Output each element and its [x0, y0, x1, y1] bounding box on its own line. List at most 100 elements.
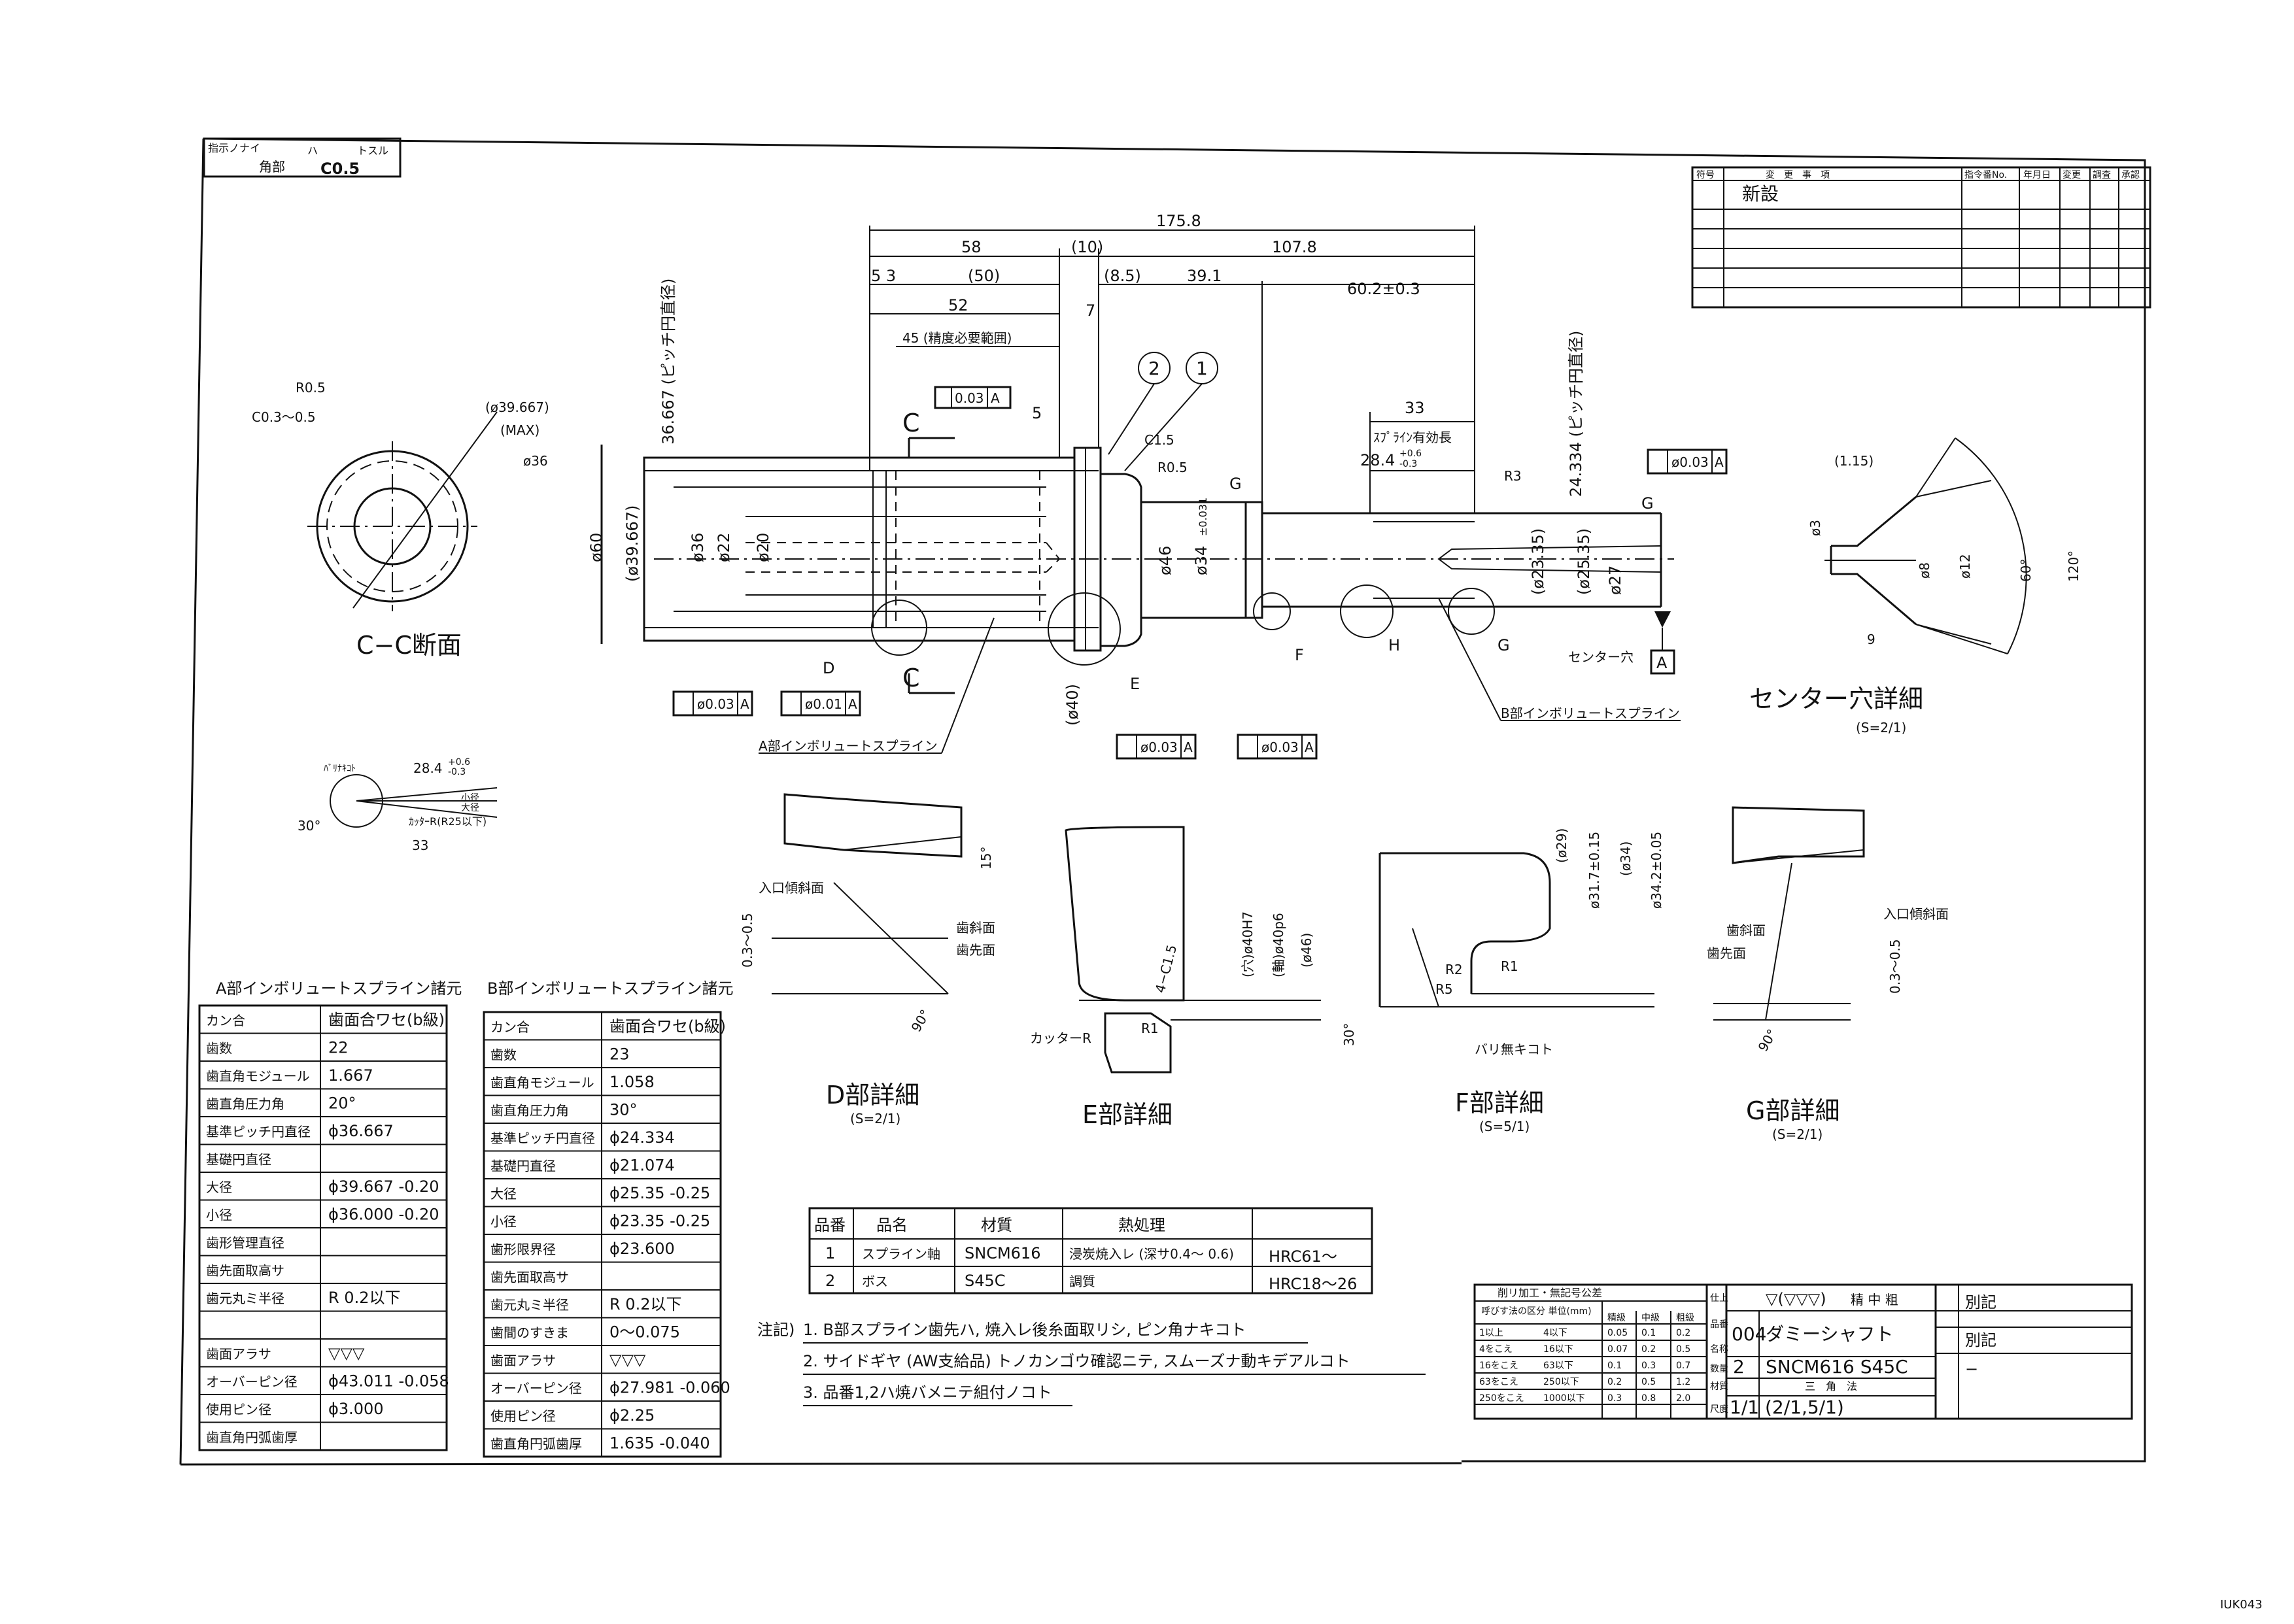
burr-view: ﾊﾞﾘﾅｷｺﾄ 28.4 +0.6 -0.3 小径 大径 ｶｯﾀｰR(R25以下…	[298, 757, 498, 853]
table-row-value: ϕ36.000 -0.20	[328, 1205, 439, 1223]
tolerance-frames: 0.03 A ø0.03 A ø0.01 A ø0.03 A ø0.03 A ø…	[672, 386, 1728, 760]
table-row-value: ϕ3.000	[328, 1400, 384, 1418]
tol-cell: 16以下	[1543, 1344, 1573, 1355]
runout2-ref: A	[848, 696, 857, 712]
table-row-label: オーバーピン径	[206, 1374, 298, 1389]
runout5-ref: A	[1715, 454, 1724, 470]
tb-grade: 精 中 粗	[1851, 1292, 1898, 1308]
tol-cell: 0.1	[1641, 1328, 1656, 1338]
parts-h-mat: 材質	[981, 1216, 1012, 1234]
dia-2335: (ø23.35)	[1529, 528, 1547, 595]
rev-header-change: 変 更 事 項	[1766, 169, 1830, 180]
table-row-label: 大径	[206, 1179, 232, 1195]
dim-50: (50)	[968, 267, 1000, 285]
note-3: 3. 品番1,2ハ焼バメニテ組付ノコト	[803, 1383, 1052, 1402]
table-row-value: 1.635 -0.040	[609, 1434, 710, 1452]
cc-d36: ø36	[523, 453, 548, 469]
spline-a-title: A部インボリュートスプライン諸元	[216, 979, 462, 998]
label-h: H	[1388, 636, 1400, 654]
runout1-value: ø0.03	[697, 696, 734, 712]
dim-45: 45 (精度必要範囲)	[902, 330, 1012, 346]
detail-h-marker	[1340, 584, 1394, 638]
g-90: 90°	[1755, 1026, 1781, 1055]
parts-r2-mat: S45C	[965, 1272, 1006, 1290]
table-row-label: 歯間のすきま	[490, 1325, 569, 1340]
tol-cell: 0.2	[1641, 1344, 1656, 1355]
parts-r1-heat: 浸炭焼入レ (深サ0.4〜 0.6)	[1069, 1246, 1234, 1262]
d-tooth-face: 歯斜面	[956, 920, 995, 936]
tb-tol-header: 削リ加工・無記号公差	[1498, 1287, 1602, 1299]
f-title: F部詳細	[1455, 1089, 1544, 1117]
tb-dash: −	[1965, 1360, 1978, 1378]
f-r2: R2	[1445, 962, 1463, 977]
tb-tol-sub: 呼びす法の区分 単位(mm)	[1481, 1306, 1592, 1317]
dia-39667: (ø39.667)	[623, 505, 642, 582]
tb-side-1: 仕上	[1710, 1293, 1728, 1304]
tol-cell: 1以上	[1479, 1328, 1503, 1338]
dia-60: ø60	[587, 533, 606, 562]
dim-5: 5	[1032, 404, 1042, 422]
dim-602: 60.2±0.3	[1347, 280, 1420, 298]
f-scale: (S=5/1)	[1479, 1119, 1530, 1134]
e-hole: (穴)ø40H7	[1240, 911, 1256, 977]
tb-scale: 1/1 (2/1,5/1)	[1730, 1396, 1844, 1418]
detail-g-marker	[1448, 588, 1495, 635]
horizontal-dimensions: 175.8 58 (10) 107.8 5 3 (50) (8.5) 39.1 …	[869, 212, 1522, 513]
radius-r3: R3	[1504, 468, 1522, 484]
d-title: D部詳細	[826, 1081, 919, 1109]
cc-c03: C0.3〜0.5	[252, 409, 316, 425]
tol-cell: 250以下	[1543, 1377, 1579, 1387]
e-title: E部詳細	[1082, 1100, 1173, 1129]
parts-h-name: 品名	[876, 1216, 908, 1234]
table-row-value: ϕ23.600	[609, 1240, 675, 1258]
dim-52: 52	[948, 296, 968, 314]
table-row-value: ϕ25.35 -0.25	[609, 1184, 710, 1202]
f-d34: (ø34)	[1618, 841, 1634, 876]
table-row-value: 1.667	[328, 1066, 373, 1085]
table-row-label: 歯直角圧力角	[206, 1096, 284, 1111]
d-0305: 0.3〜0.5	[740, 913, 755, 968]
label-spline-a: A部インボリュートスプライン	[759, 738, 938, 754]
center-d12: ø12	[1957, 554, 1973, 579]
section-c-bottom: C	[902, 664, 920, 692]
table-row-label: 小径	[490, 1213, 517, 1229]
table-row-label: 基準ピッチ円直径	[490, 1130, 595, 1146]
rev-header-order: 指令番No.	[1964, 170, 2007, 180]
parts-h-heat: 熱処理	[1118, 1216, 1165, 1234]
table-row-label: 歯形限界径	[490, 1242, 556, 1257]
burr-33: 33	[412, 837, 428, 853]
table-row-label: 歯形管理直径	[206, 1235, 284, 1251]
radius-r05: R0.5	[1157, 460, 1188, 475]
center-hole-detail: センター穴詳細 (S=2/1) (1.15) ø3 ø8 ø12 9 60° 1…	[1749, 437, 2081, 736]
table-row-value: ϕ36.667	[328, 1122, 394, 1140]
d-tooth-tip: 歯先面	[956, 942, 995, 958]
parts-r2-hrc: HRC18〜26	[1269, 1275, 1357, 1293]
parts-r1-mat: SNCM616	[965, 1244, 1040, 1262]
table-row-label: 歯直角円弧歯厚	[490, 1436, 582, 1451]
tb-side-2: 品番	[1710, 1319, 1728, 1330]
table-row-value: R 0.2以下	[609, 1295, 681, 1313]
d-15: 15°	[978, 847, 994, 870]
tb-grade-1: 精級	[1607, 1313, 1626, 1323]
e-shaft: (軸)ø40p6	[1271, 913, 1286, 977]
note-2: 2. サイドギヤ (AW支給品) トノカンゴウ確認ニテ, スムーズナ動キデアルコ…	[803, 1352, 1350, 1370]
g-scale: (S=2/1)	[1772, 1126, 1823, 1142]
table-row-label: 歯直角モジュール	[206, 1068, 310, 1084]
d-scale: (S=2/1)	[850, 1111, 900, 1126]
table-row-value: ϕ23.35 -0.25	[609, 1211, 710, 1230]
tb-material: SNCM616 S45C	[1766, 1356, 1908, 1378]
table-row-label: 歯元丸ミ半径	[490, 1297, 569, 1313]
detail-g-view: 入口傾斜面 歯斜面 歯先面 0.3〜0.5 90° G部詳細 (S=2/1)	[1707, 806, 1949, 1142]
datum-a: A	[1656, 654, 1668, 672]
e-c15: 4−C1.5	[1152, 943, 1180, 994]
table-row-value: 22	[328, 1038, 349, 1057]
dia-2535: (ø25.35)	[1575, 528, 1593, 595]
table-row-value: ϕ43.011 -0.058	[328, 1372, 449, 1390]
table-row-value: 23	[609, 1045, 630, 1063]
tol-cell: 0.8	[1641, 1393, 1656, 1404]
cc-d39667: (ø39.667)	[485, 399, 549, 415]
table-row-label: 使用ピン径	[490, 1408, 556, 1424]
table-row-label: オーバーピン径	[490, 1380, 582, 1396]
center-a120: 120°	[2066, 550, 2081, 582]
tb-projection: 三 角 法	[1805, 1380, 1857, 1393]
